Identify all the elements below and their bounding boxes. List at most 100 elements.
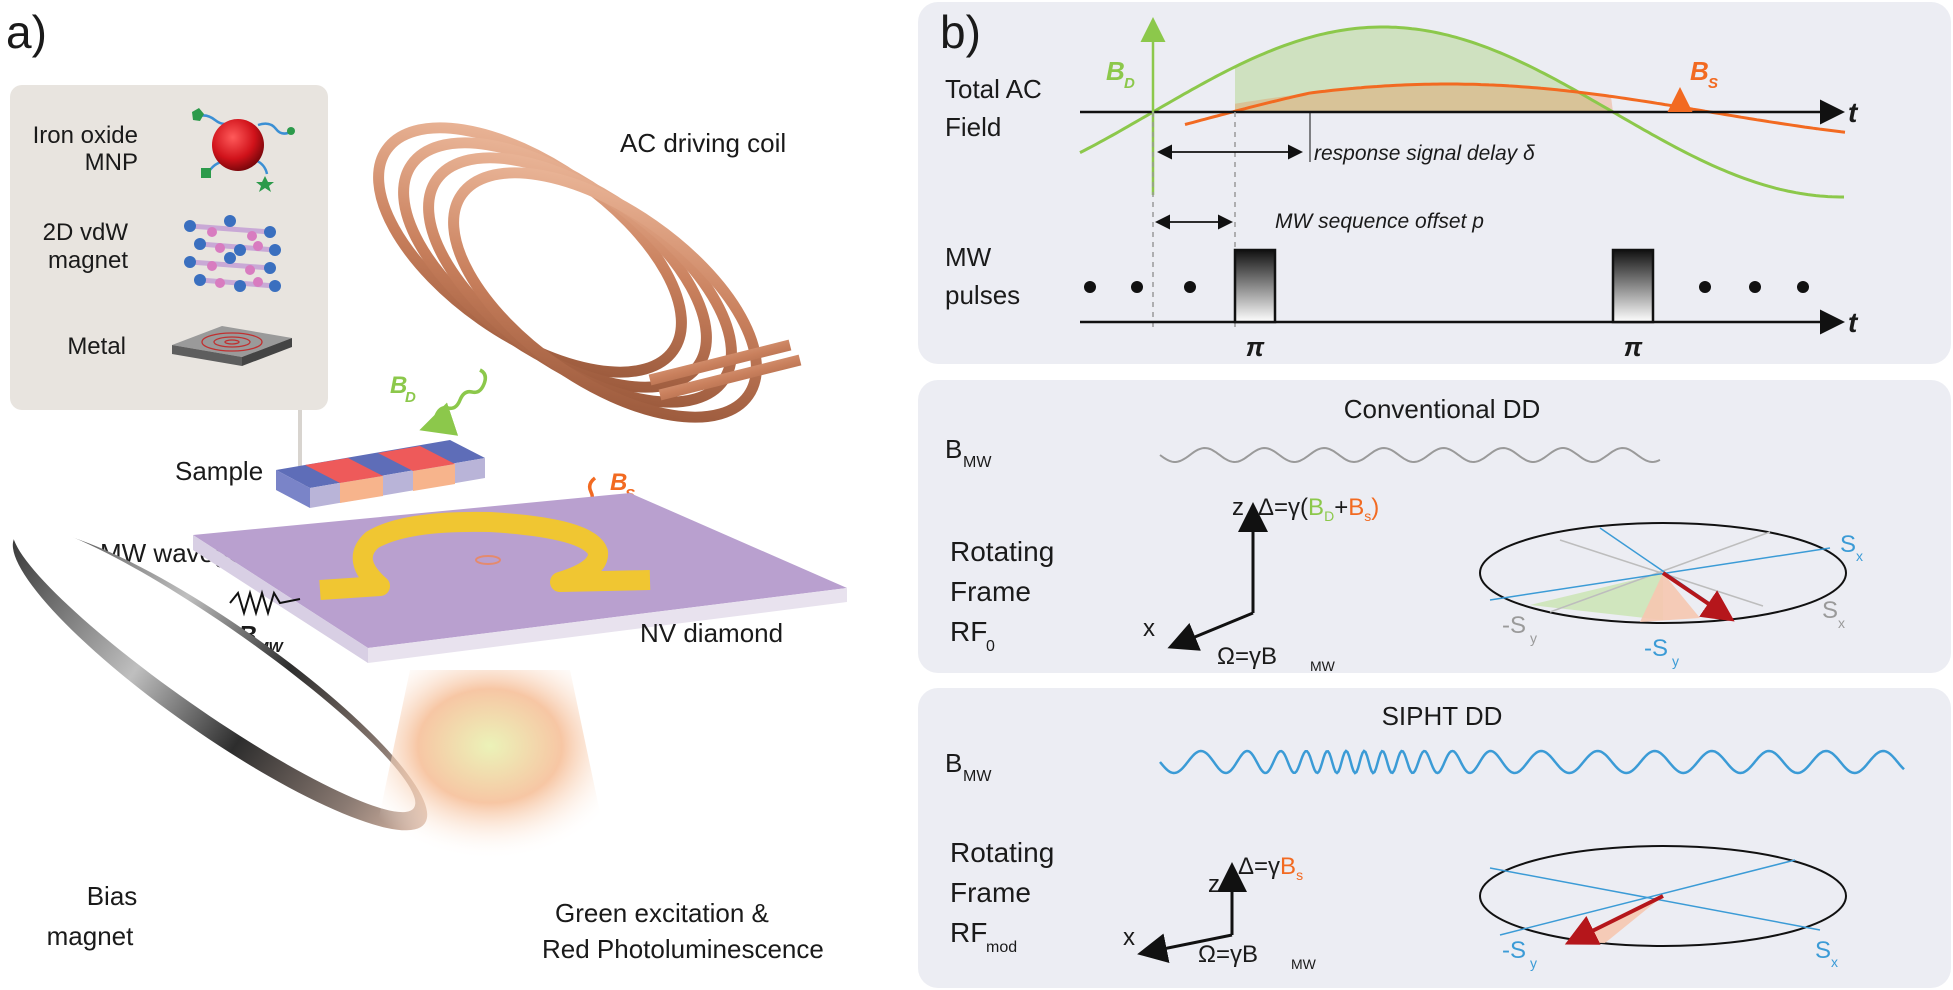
sample [276,440,485,508]
bd-wave-arrow [419,368,488,436]
mnp-label-2: MNP [85,149,138,176]
excitation-label-1: Green excitation & [555,898,769,928]
conv-rf-sub: 0 [986,638,995,655]
conv-delta-prefix: Δ=γ( [1258,494,1308,521]
magnet-label-1: Bias [87,881,138,911]
svg-text:Δ=γ(BD+Bs): Δ=γ(BD+Bs) [1258,494,1379,524]
panel-b-label: b) [940,6,981,58]
conv-bmw: B [945,434,962,464]
conv-omega: Ω=γB [1217,643,1277,670]
total-ac-label-1: Total AC [945,74,1042,104]
timing-plot [1079,25,1846,199]
omega-waveguide [319,511,651,600]
sipht-rf-3: RF [950,917,987,948]
bd-curve [1079,25,1844,199]
conv-delta-bs: B [1348,494,1364,521]
bd-label-b: B [1106,56,1125,86]
mnp-label-1: Iron oxide [33,122,138,149]
sipht-bmw-wave [1159,749,1905,775]
conv-rf-2: Frame [950,576,1031,607]
sipht-panel [918,688,1951,988]
conv-rf-1: Rotating [950,536,1054,567]
total-ac-label-2: Field [945,112,1001,142]
conv-delta-plus: + [1334,494,1348,521]
coil [373,122,802,423]
sipht-delta-prefix: Δ=γ [1238,853,1280,880]
sipht-sx-sub: x [1831,954,1838,970]
conv-omega-sub: MW [1310,658,1336,674]
sipht-rf-1: Rotating [950,837,1054,868]
bd-label-a: B [390,372,407,399]
conv-delta-bd-sub: D [1324,508,1334,524]
vdw-lattice-icon [184,215,281,292]
pi-pulse-2 [1611,248,1655,324]
conv-delta-bd: B [1308,494,1324,521]
conv-sx-sub: x [1856,548,1863,564]
conv-bmw-sub: MW [963,454,992,471]
pi-label-2: π [1624,332,1643,362]
sipht-rf-2: Frame [950,877,1031,908]
metal-plate-icon [172,326,292,366]
bias-magnet [12,523,428,831]
sipht-msy: -S [1502,937,1526,964]
pi-label-1: π [1246,332,1265,362]
conv-msy-sub: y [1672,653,1679,669]
delay-label: response signal delay δ [1314,142,1535,165]
bs-curve [1184,82,1846,134]
nv-diamond [193,493,847,663]
conv-msy: -S [1644,635,1668,662]
bs-label-a: B [610,469,627,496]
conv-sx: S [1840,531,1856,558]
sipht-sx: S [1815,937,1831,964]
sipht-rf-sub: mod [986,939,1017,956]
nanoparticle-icon [192,108,295,192]
pulse-t-label: t [1848,307,1859,338]
sipht-delta-bs: B [1280,853,1296,880]
conventional-bmw-wave [1159,446,1661,464]
sipht-x: x [1123,924,1135,951]
conv-delta-close: ) [1371,494,1379,521]
dots-left [1084,281,1196,293]
vdw-label-1: 2D vdW [43,219,129,246]
conv-x-axis [1167,611,1254,651]
mw-label-2: pulses [945,280,1020,310]
conv-rf-3: RF [950,616,987,647]
magnet-label-2: magnet [47,921,134,951]
conv-msy-gray-sub: y [1530,630,1537,646]
pi-pulse-1 [1233,248,1277,324]
conv-delta-bs-sub: s [1364,508,1371,524]
sipht-omega-sub: MW [1291,956,1317,972]
bd-sub-b: D [1124,75,1135,92]
conv-x: x [1143,615,1155,642]
sipht-delta-bs-sub: s [1296,867,1303,883]
conv-sx-gray: S [1822,597,1838,624]
excitation-label-2: Red Photoluminescence [542,934,824,964]
conventional-title: Conventional DD [1344,394,1541,424]
mw-source-wire [229,589,301,617]
conv-bloch-plane [1479,522,1847,624]
mw-label-1: MW [945,242,992,272]
diamond-label: NV diamond [640,618,783,648]
sipht-bloch-plane [1479,845,1847,947]
bd-sub-a: D [405,389,416,406]
panel-a-label: a) [6,6,47,58]
timing-panel [918,2,1951,364]
conv-msy-gray: -S [1502,612,1526,639]
conv-z: z [1232,494,1244,521]
vdw-label-2: magnet [48,247,128,274]
sipht-msy-sub: y [1530,955,1537,971]
conventional-panel [918,380,1951,673]
field-t-label: t [1848,97,1859,128]
sipht-omega: Ω=γB [1198,941,1258,968]
sipht-title: SIPHT DD [1382,701,1503,731]
sample-label: Sample [175,456,263,486]
sipht-z: z [1208,871,1220,898]
sipht-bmw: B [945,748,962,778]
dots-right [1699,281,1809,293]
bs-sub-b: S [1708,75,1718,92]
excitation-beam [370,670,610,860]
sipht-bmw-sub: MW [963,768,992,785]
svg-text:Δ=γBs: Δ=γBs [1238,853,1303,883]
conv-sx-gray-sub: x [1838,615,1845,631]
